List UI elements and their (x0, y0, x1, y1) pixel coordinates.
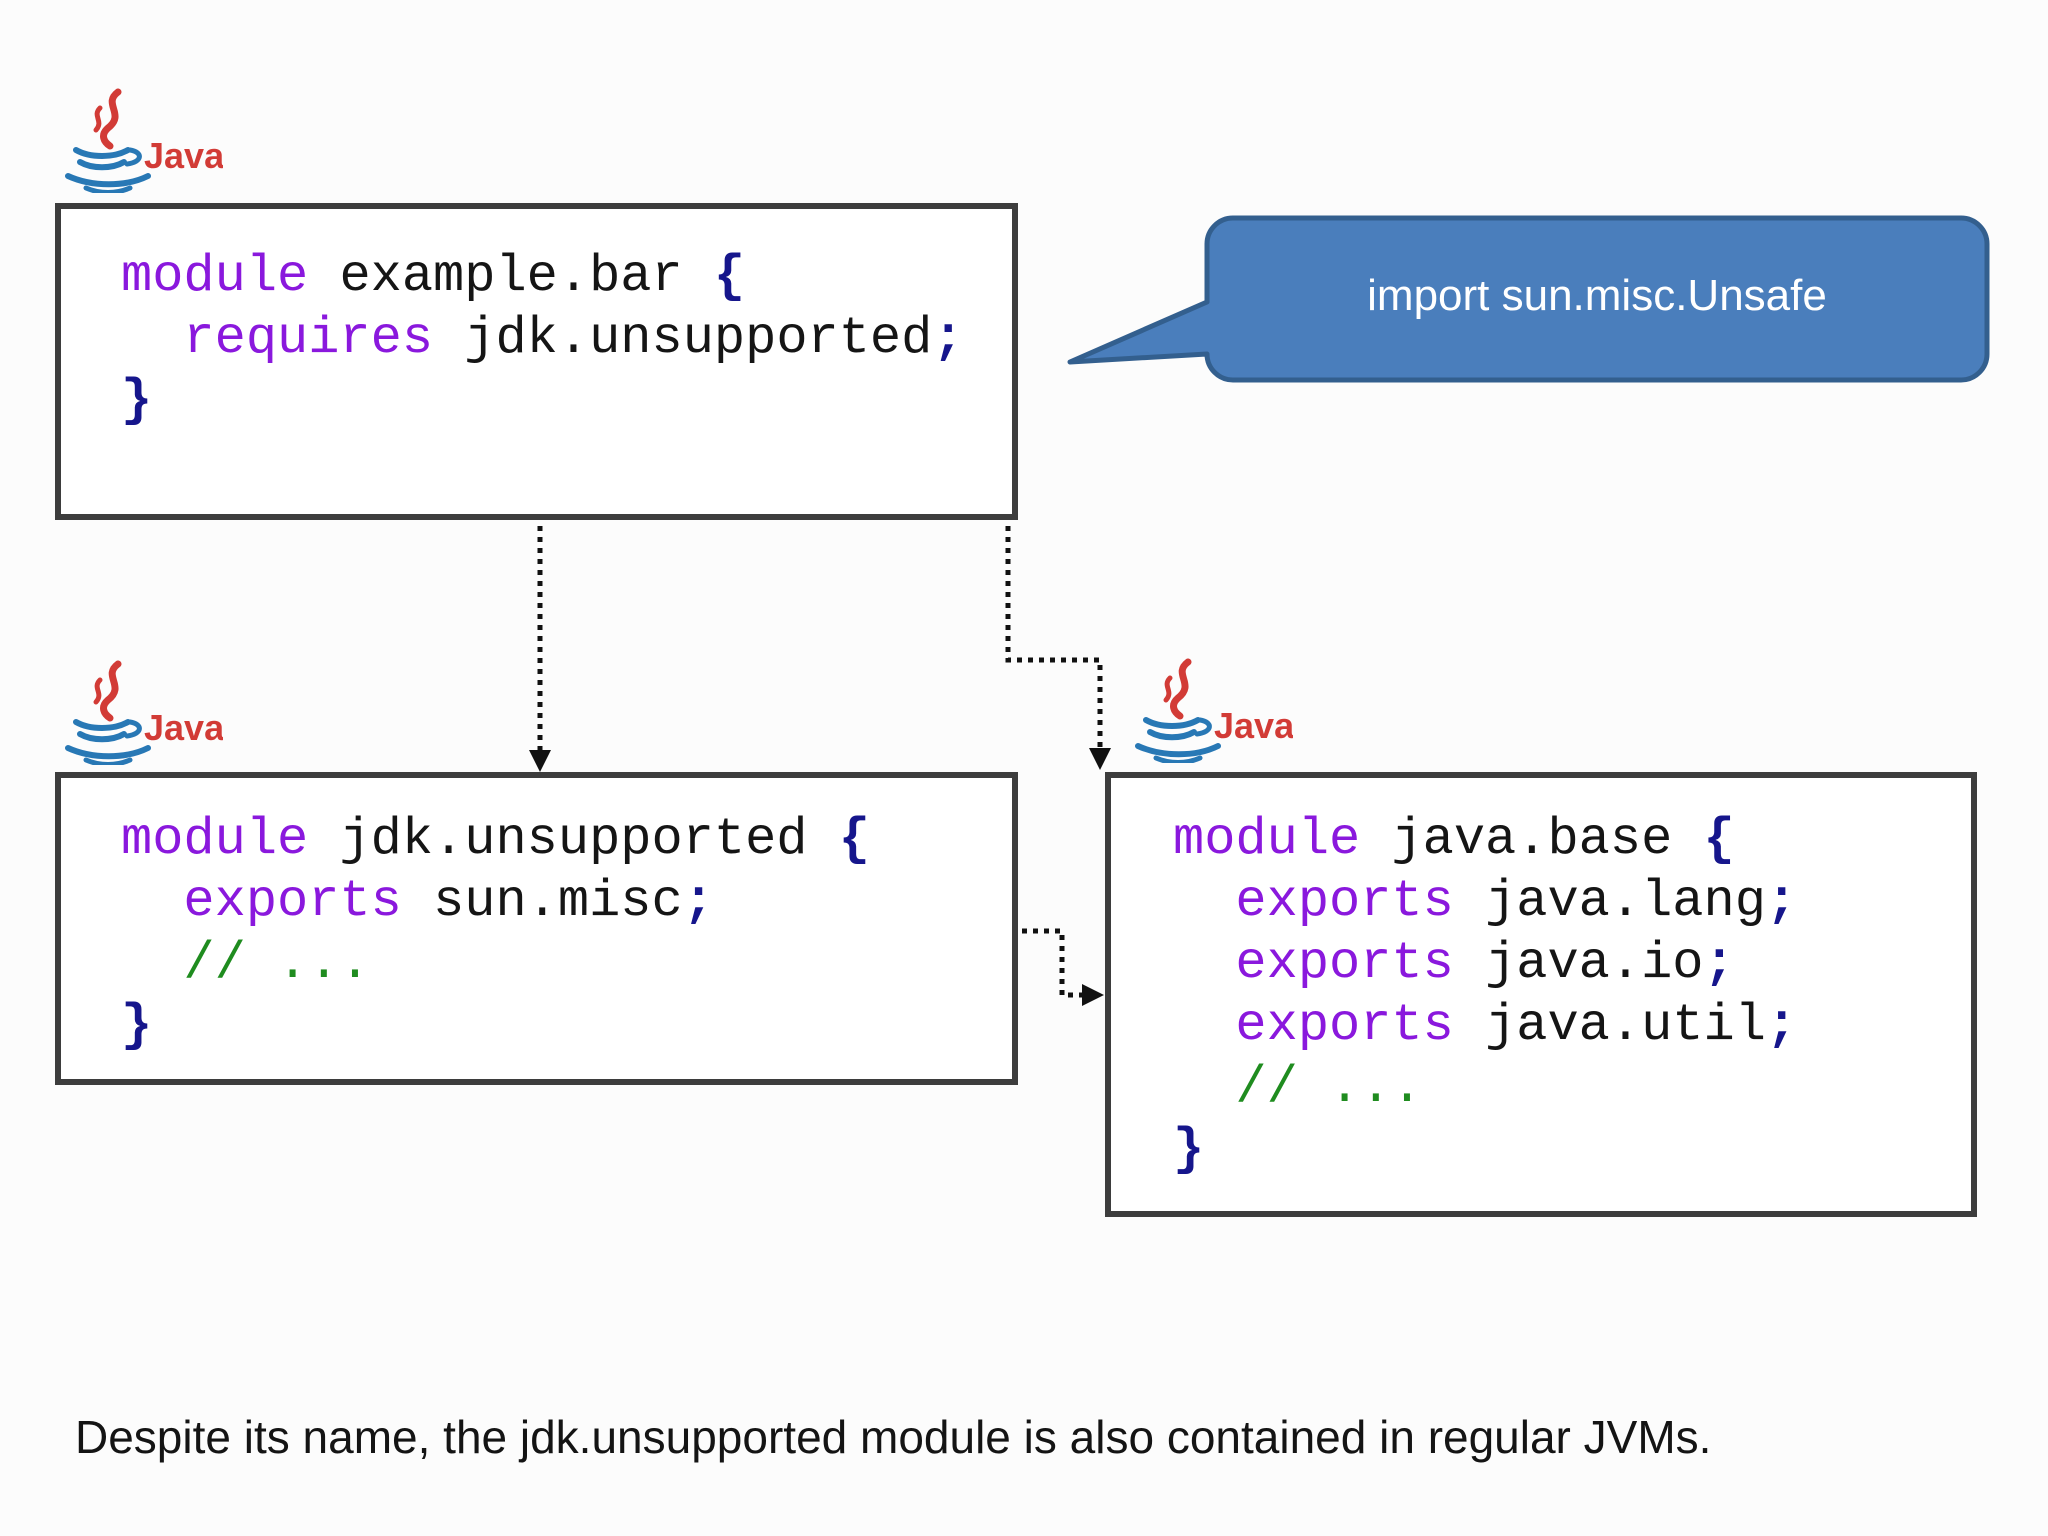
box-jdk-unsupported: module jdk.unsupported { exports sun.mis… (55, 772, 1018, 1085)
java-steam-icon (100, 88, 122, 150)
box-java-base: module java.base { exports java.lang; ex… (1105, 772, 1977, 1217)
java-steam-icon (100, 660, 122, 722)
arrowhead-example-to-base (1089, 748, 1111, 770)
box-example-bar: module example.bar { requires jdk.unsupp… (55, 203, 1018, 520)
java-steam-icon (1170, 658, 1192, 720)
arrow-example-to-base (1005, 526, 1103, 750)
java-cup-icon (1143, 717, 1201, 729)
java-wordmark: Java (144, 135, 223, 176)
code-example-bar: module example.bar { requires jdk.unsupp… (121, 247, 964, 430)
java-wordmark: Java (1214, 705, 1293, 746)
java-cup-icon (73, 147, 131, 159)
callout-text: import sun.misc.Unsafe (1367, 271, 1827, 320)
java-logo-jdk-unsupported: Java (65, 660, 223, 765)
code-java-base: module java.base { exports java.lang; ex… (1173, 810, 1798, 1179)
code-jdk-unsupported: module jdk.unsupported { exports sun.mis… (121, 810, 870, 1055)
caption-text: Despite its name, the jdk.unsupported mo… (75, 1411, 1712, 1463)
java-cup-icon (73, 719, 131, 731)
java-wordmark: Java (144, 707, 223, 748)
arrow-jdk-to-base (1022, 928, 1082, 998)
arrowhead-jdk-to-base (1082, 984, 1104, 1006)
callout-bubble-shape (1067, 215, 1990, 383)
callout-bubble (1067, 215, 1990, 383)
java-logo-java-base: Java (1135, 658, 1293, 763)
arrowhead-example-to-jdk (529, 750, 551, 772)
java-logo-example-bar: Java (65, 88, 223, 193)
